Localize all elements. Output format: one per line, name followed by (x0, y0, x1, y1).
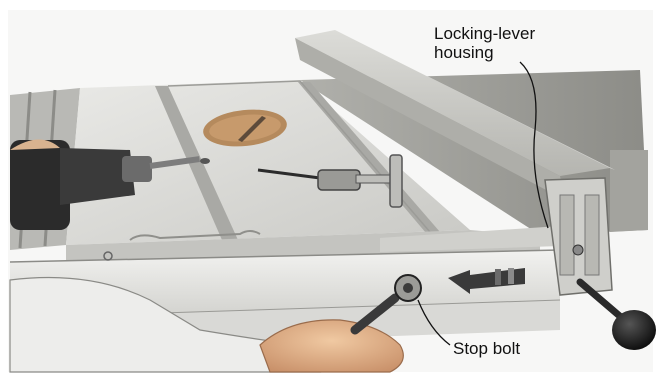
callout-line-1: Locking-lever (434, 24, 535, 43)
callout-line-2: housing (434, 43, 535, 62)
callout-stop-bolt: Stop bolt (453, 339, 520, 358)
lever-knob (612, 310, 656, 350)
callout-locking-lever-housing: Locking-lever housing (434, 24, 535, 62)
